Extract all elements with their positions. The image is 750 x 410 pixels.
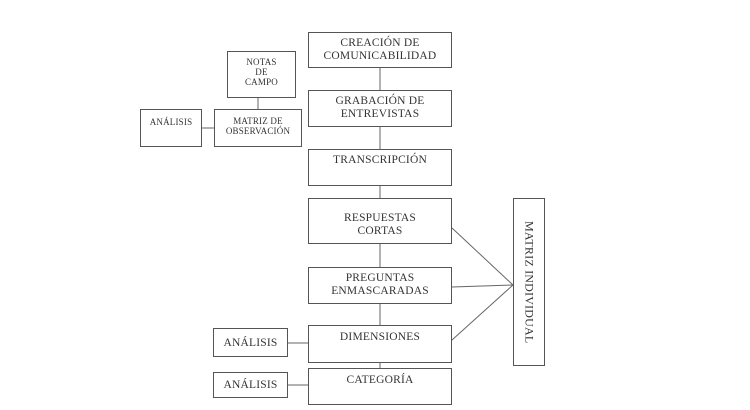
node-grabacion: GRABACIÓN DE ENTREVISTAS <box>308 90 452 127</box>
node-preguntas: PREGUNTAS ENMASCARADAS <box>308 267 452 304</box>
node-analisis-3: ANÁLISIS <box>213 372 288 398</box>
connector-dimensiones-matriz <box>451 284 514 341</box>
node-analisis-2: ANÁLISIS <box>213 328 288 357</box>
node-respuestas: RESPUESTAS CORTAS <box>308 198 452 244</box>
node-matriz-individual: MATRIZ INDIVIDUAL <box>513 198 545 366</box>
node-notas-campo: NOTAS DE CAMPO <box>227 51 296 98</box>
node-transcripcion: TRANSCRIPCIÓN <box>308 149 452 186</box>
node-dimensiones: DIMENSIONES <box>308 325 452 363</box>
node-categoria: CATEGORÍA <box>308 368 452 405</box>
node-matriz-observacion: MATRIZ DE OBSERVACIÓN <box>214 109 302 147</box>
connector-preguntas-matriz <box>451 284 514 288</box>
node-creacion: CREACIÓN DE COMUNICABILIDAD <box>308 32 452 68</box>
node-analisis-1: ANÁLISIS <box>140 109 202 147</box>
connector-respuestas-matriz <box>451 227 514 286</box>
